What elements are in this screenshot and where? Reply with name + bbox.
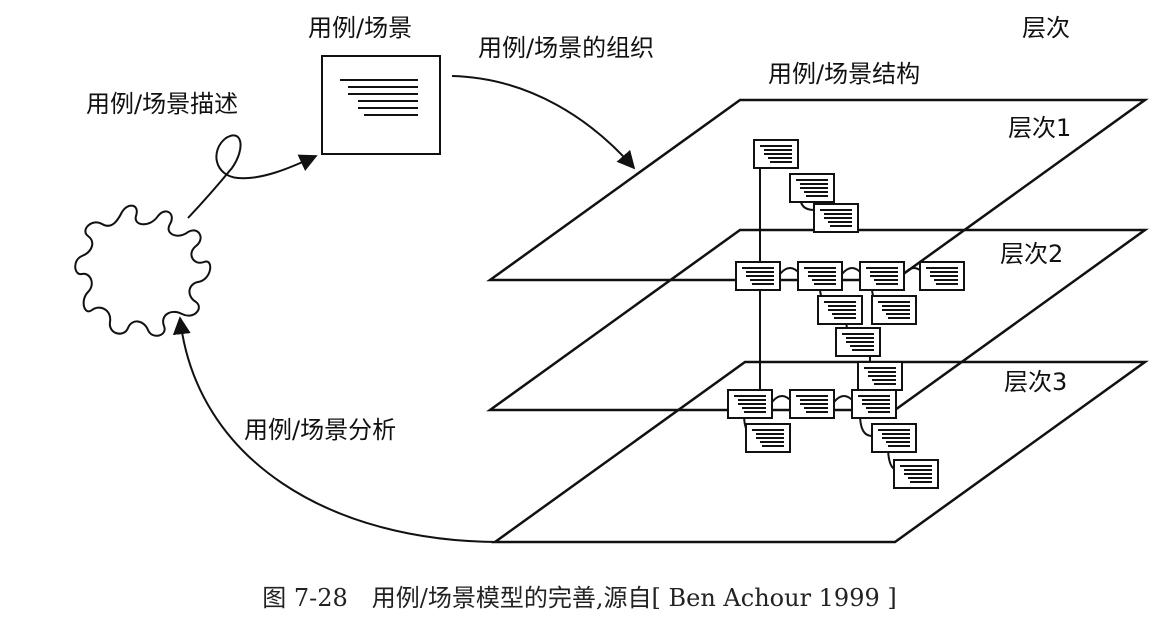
level-2-label: 层次2 xyxy=(1000,240,1063,268)
description-label: 用例/场景描述 xyxy=(86,90,238,118)
puzzle-shape xyxy=(74,204,212,337)
figure-caption: 图 7-28 用例/场景模型的完善,源自[ Ben Achour 1999 ] xyxy=(262,584,897,612)
use-case-box xyxy=(817,295,863,325)
use-case-box xyxy=(745,423,791,453)
level-1-label: 层次1 xyxy=(1008,114,1071,142)
document-icon xyxy=(321,55,441,155)
use-case-box xyxy=(859,261,905,291)
level-3-label: 层次3 xyxy=(1004,368,1067,396)
use-case-box xyxy=(797,261,843,291)
analysis-label: 用例/场景分析 xyxy=(244,416,396,444)
use-case-box xyxy=(727,389,773,419)
organization-arrow xyxy=(451,75,636,170)
use-case-box xyxy=(789,173,835,203)
level-3-plane xyxy=(491,360,1149,544)
use-case-box xyxy=(893,459,939,489)
organization-label: 用例/场景的组织 xyxy=(478,34,654,62)
use-case-box xyxy=(789,389,835,419)
hierarchy-label: 层次 xyxy=(1022,14,1070,42)
use-case-boxes xyxy=(727,139,965,489)
description-arrow xyxy=(187,134,318,219)
use-case-box xyxy=(735,261,781,291)
structure-label: 用例/场景结构 xyxy=(768,60,920,88)
use-case-box xyxy=(871,295,917,325)
use-case-box xyxy=(919,261,965,291)
use-case-box xyxy=(753,139,799,169)
use-case-box xyxy=(851,389,897,419)
use-case-box xyxy=(871,423,917,453)
doc-title-label: 用例/场景 xyxy=(308,14,412,42)
use-case-box xyxy=(813,203,859,233)
use-case-box xyxy=(835,327,881,357)
use-case-box xyxy=(857,361,903,391)
analysis-arrow xyxy=(172,316,501,543)
